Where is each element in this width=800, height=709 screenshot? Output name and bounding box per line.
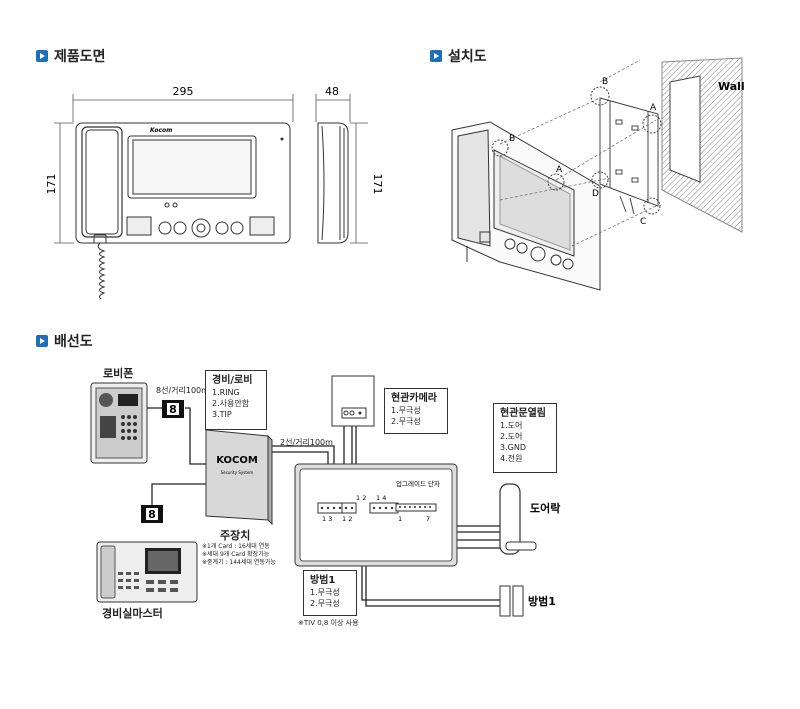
entrance-camera-device: [331, 375, 375, 427]
cable-count-a: 8: [169, 403, 177, 416]
guard-lobby-line: 1.RING: [212, 388, 240, 397]
height-dimension: 171: [45, 174, 58, 195]
section-bullet-icon: [36, 335, 48, 347]
main-unit-note: ※세대 9개 Card 확장가능: [202, 551, 270, 558]
security-box-line: 1.무극성: [310, 588, 340, 597]
monitor-front-view: [75, 122, 291, 244]
door-lock-label: 도어락: [530, 501, 560, 515]
entrance-door-line: 4.전원: [500, 454, 523, 463]
section-title-product-drawing: 제품도면: [36, 46, 106, 66]
door-lock-device: [499, 483, 537, 555]
security-box-line: 2.무극성: [310, 599, 340, 608]
point-label: A: [556, 165, 563, 175]
main-unit-sub: Security System: [221, 470, 254, 475]
wall-box: [669, 75, 701, 183]
main-cable-label: 2선/거리100m: [280, 438, 333, 447]
monitor-side-view: [317, 122, 349, 244]
brand-mark: Kocom: [150, 127, 172, 134]
coil-cord: [97, 242, 106, 300]
guard-lobby-box: 경비/로비 1.RING 2.사용안함 3.TIP: [205, 370, 267, 430]
section-title-wiring: 배선도: [36, 331, 93, 351]
alignment-guides: [499, 59, 657, 247]
guard-lobby-line: 2.사용안함: [212, 399, 250, 408]
security-box: 방범1 1.무극성 2.무극성: [303, 570, 357, 616]
lobby-phone-title: 로비폰: [103, 367, 134, 380]
width-dimension: 295: [173, 85, 194, 98]
mount-point-markers: [491, 86, 662, 215]
depth-dimension: 48: [325, 85, 339, 98]
section-bullet-icon: [430, 50, 442, 62]
entrance-camera-line: 2.무극성: [391, 417, 421, 426]
lobby-cable-label: 8선/거리100m: [156, 386, 209, 395]
guard-lobby-title: 경비/로비: [212, 375, 253, 386]
section-title-text: 설치도: [448, 49, 487, 65]
side-height-dimension: 171: [371, 174, 384, 195]
lobby-phone-device: [90, 382, 148, 464]
guard-lobby-line: 3.TIP: [212, 410, 232, 419]
terminal-label: 1 3: [322, 515, 332, 523]
monitor-installed: [451, 121, 601, 291]
cable-count-badge: [141, 505, 163, 523]
entrance-door-line: 1.도어: [500, 421, 523, 430]
cable-count-b: 8: [148, 508, 156, 521]
guard-master-device: [96, 541, 198, 603]
security-label: 방범1: [528, 594, 556, 608]
entrance-door-line: 2.도어: [500, 432, 523, 441]
terminal-label: 1 2: [342, 515, 352, 523]
entrance-door-box: 현관문열림 1.도어 2.도어 3.GND 4.전원: [493, 403, 557, 473]
height-dimension-line: [54, 122, 74, 244]
entrance-door-title: 현관문열림: [500, 408, 546, 419]
section-title-installation: 설치도: [430, 46, 487, 66]
guard-master-title: 경비실마스터: [102, 607, 163, 620]
main-unit-notes: ※1개 Card : 16세대 연동 ※세대 9개 Card 확장가능 ※중계기…: [202, 543, 276, 567]
point-label: B: [602, 77, 608, 87]
section-bullet-icon: [36, 50, 48, 62]
entrance-door-line: 3.GND: [500, 443, 526, 452]
main-unit-note: ※중계기 : 144세대 연동가능: [202, 559, 276, 566]
main-unit-device: [205, 429, 273, 526]
monitor-back-panel: [294, 463, 458, 567]
wall-bracket: [599, 97, 659, 215]
section-title-text: 제품도면: [54, 49, 106, 65]
point-label: D: [592, 189, 599, 199]
terminal-label: 7: [426, 515, 430, 523]
terminal-label: 1 2: [356, 494, 366, 502]
width-dimension-line: [72, 94, 294, 122]
point-label: C: [640, 217, 646, 227]
wall-label: Wall: [718, 80, 745, 93]
upgrade-terminal-label: 업그레이드 단자: [396, 479, 440, 488]
entrance-camera-box: 현관카메라 1.무극성 2.무극성: [384, 388, 448, 434]
security-sensor-device: [499, 585, 524, 617]
main-unit-note: ※1개 Card : 16세대 연동: [202, 543, 270, 550]
main-unit-logo: KOCOM: [216, 455, 258, 466]
entrance-camera-title: 현관카메라: [391, 393, 437, 404]
entrance-camera-line: 1.무극성: [391, 406, 421, 415]
cable-note: ※TIV 0,8 이상 사용: [298, 619, 359, 627]
depth-dimension-line: [315, 94, 368, 244]
terminal-label: 1 4: [376, 494, 386, 502]
terminal-label: 1: [398, 515, 402, 523]
point-label: A: [650, 103, 657, 113]
cable-count-badge: [162, 400, 184, 418]
main-unit-title: 주장치: [220, 529, 251, 542]
point-label: B: [509, 134, 515, 144]
security-box-title: 방범1: [310, 575, 336, 586]
section-title-text: 배선도: [54, 334, 93, 350]
